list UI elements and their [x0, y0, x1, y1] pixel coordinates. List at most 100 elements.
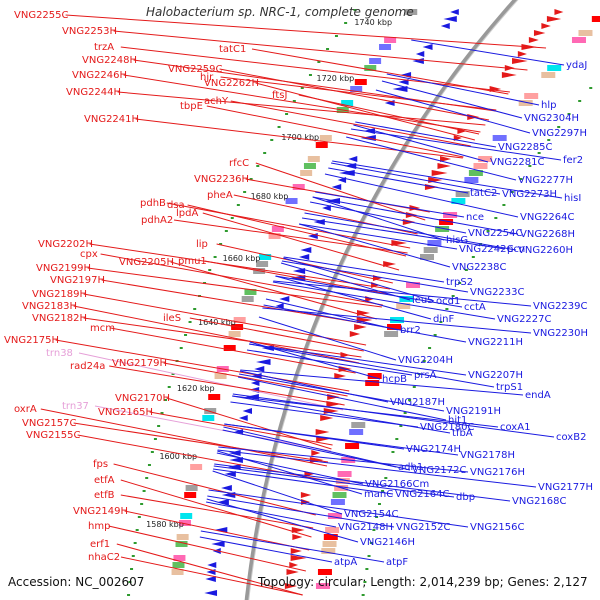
reverse-gene-arrow — [242, 408, 252, 414]
gene-leader-line — [324, 173, 519, 218]
forward-gene-arrow — [383, 261, 397, 267]
tick-ring-inner-dot — [377, 503, 381, 505]
gene-leader-line — [249, 343, 467, 376]
gene-leader-line — [89, 243, 391, 290]
reverse-gene-arrow — [250, 380, 260, 386]
gene-leader-line — [123, 74, 481, 133]
reverse-gene-arrow — [254, 366, 265, 372]
tick-ring-outer-dot — [140, 503, 144, 505]
gene-label-reverse: VNG2277H — [518, 175, 573, 186]
gene-label-reverse: VNG2164C — [395, 489, 450, 500]
gene-label-reverse: manC — [364, 489, 393, 500]
gene-feature-bar — [256, 261, 269, 267]
gene-leader-line — [375, 89, 531, 134]
gene-leader-line — [113, 463, 316, 516]
tick-ring-outer-dot — [131, 555, 135, 557]
tick-ring-outer-dot — [188, 321, 192, 323]
gene-leader-line — [386, 73, 540, 106]
forward-gene-arrow — [554, 9, 564, 15]
gene-label-reverse: VNG2174H — [406, 444, 461, 455]
forward-gene-arrow — [286, 569, 299, 575]
tick-ring-inner-dot — [578, 100, 582, 102]
forward-gene-arrow — [517, 51, 527, 57]
gene-label-reverse: VNG2238C — [452, 262, 507, 273]
gene-feature-bar — [202, 415, 215, 421]
gene-label-reverse: VNG2172C — [412, 465, 467, 476]
tick-ring-outer-dot — [213, 256, 217, 258]
gene-feature-bar — [406, 282, 421, 288]
tick-label: 1700 kbp — [281, 133, 319, 142]
tick-ring-outer-dot — [179, 347, 183, 349]
gene-feature-bar — [315, 142, 328, 148]
tick-ring-outer-dot — [171, 373, 175, 375]
gene-leader-line — [163, 362, 348, 397]
reverse-gene-arrow — [239, 415, 248, 421]
forward-gene-arrow — [300, 492, 312, 498]
gene-feature-bar — [351, 422, 366, 428]
gene-leader-line — [87, 267, 382, 308]
gene-feature-bar — [173, 555, 186, 561]
tick-ring-outer-dot — [193, 308, 197, 310]
gene-leader-line — [222, 429, 397, 468]
gene-label-forward: VNG2205H — [119, 257, 174, 268]
tick-ring-outer-dot — [285, 113, 289, 115]
forward-gene-arrow — [354, 324, 367, 330]
forward-gene-arrow — [292, 534, 303, 540]
gene-feature-bar — [435, 226, 450, 232]
gene-feature-bar — [365, 380, 380, 386]
reverse-gene-arrow — [299, 254, 310, 260]
tick-ring-inner-dot — [537, 152, 541, 154]
tick-ring-outer-dot — [236, 204, 240, 206]
reverse-gene-arrow — [256, 359, 271, 365]
tick-label: 1720 kbp — [317, 74, 355, 83]
gene-leader-line — [65, 14, 547, 49]
gene-feature-bar — [241, 296, 254, 302]
genome-summary-text: Topology: circular; Length: 2,014,239 bp… — [258, 575, 588, 589]
gene-leader-line — [55, 339, 350, 392]
gene-label-reverse: coxA1 — [500, 422, 530, 433]
tick-ring-outer-dot — [127, 594, 131, 596]
reverse-gene-arrow — [398, 79, 409, 85]
gene-feature-bar — [451, 198, 466, 204]
gene-label-reverse: VNG2227C — [497, 314, 552, 325]
gene-label-reverse: VNG2260H — [518, 245, 573, 256]
reverse-gene-arrow — [450, 9, 459, 15]
gene-feature-bar — [423, 247, 438, 253]
gene-feature-bar — [369, 58, 382, 64]
reverse-gene-arrow — [207, 562, 217, 568]
gene-label-forward: hjr — [200, 72, 214, 83]
gene-label-reverse: VNG2285C — [498, 142, 553, 153]
gene-label-reverse: VNG2177H — [538, 482, 593, 493]
gene-leader-line — [251, 48, 509, 95]
gene-leader-line — [124, 510, 310, 551]
gene-label-forward: VNG2197H — [50, 275, 105, 286]
forward-gene-arrow — [512, 58, 528, 64]
forward-gene-arrow — [489, 86, 502, 92]
reverse-gene-arrow — [300, 247, 312, 253]
tick-ring-outer-dot — [334, 35, 338, 37]
gene-feature-bar — [464, 177, 479, 183]
tick-ring-inner-dot — [451, 295, 455, 297]
gene-leader-line — [109, 365, 345, 406]
gene-label-reverse: hit1 — [448, 415, 467, 426]
reverse-gene-arrow — [415, 51, 425, 57]
gene-label-reverse: VNG2273H — [502, 189, 557, 200]
tick-ring-outer-dot — [135, 529, 139, 531]
gene-label-reverse: trpS2 — [446, 277, 473, 288]
gene-label-reverse: VNG2233C — [470, 287, 525, 298]
gene-feature-bar — [327, 513, 342, 519]
gene-label-forward: VNG2248H — [82, 55, 137, 66]
tick-ring-outer-dot — [300, 87, 304, 89]
gene-leader-line — [237, 376, 447, 421]
gene-leader-line — [265, 298, 399, 331]
tick-ring-outer-dot — [270, 139, 274, 141]
gene-leader-line — [262, 307, 532, 334]
tick-ring-outer-dot — [353, 9, 357, 11]
gene-label-forward: VNG2157C — [22, 418, 77, 429]
gene-feature-bar — [349, 429, 364, 435]
reverse-gene-arrow — [228, 450, 241, 456]
gene-label-forward: VNG2255C — [14, 10, 69, 21]
gene-label-forward: erf1 — [90, 539, 110, 550]
gene-feature-bar — [396, 303, 411, 309]
